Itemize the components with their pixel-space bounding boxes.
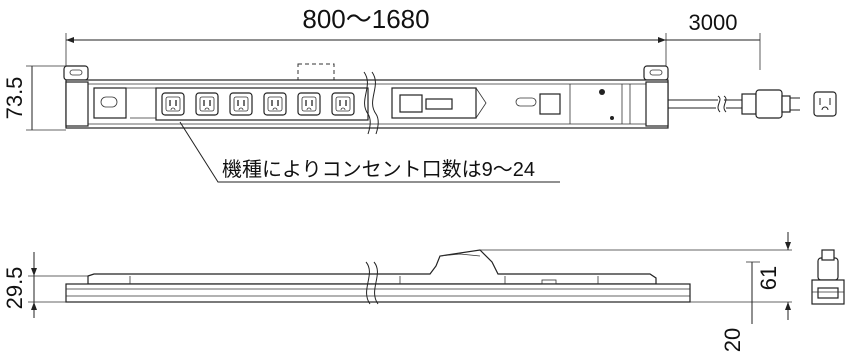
top-view: 800～1680 3000 73.5 xyxy=(2,4,837,183)
height-dimension-label: 73.5 xyxy=(2,77,27,120)
right-end-cap xyxy=(645,81,669,127)
bracket-height-label: 61 xyxy=(756,266,781,290)
break-line-1 xyxy=(363,71,371,135)
indicator-lamp xyxy=(599,89,605,95)
outlet-receptacle xyxy=(297,92,321,116)
reset-button xyxy=(539,93,561,115)
side-profile-base xyxy=(65,283,691,303)
left-end-cap xyxy=(65,81,89,127)
slot-mark xyxy=(515,97,537,107)
outlet-group xyxy=(155,87,369,121)
base-offset-label: 20 xyxy=(720,328,745,352)
annotation-leader xyxy=(179,121,560,183)
outlet-receptacle xyxy=(263,92,287,116)
plug-face xyxy=(813,91,837,117)
outlet-count-note: 機種によりコンセント口数は9～24 xyxy=(222,158,535,181)
cord-dimension-label: 3000 xyxy=(689,10,738,35)
side-view: 29.5 61 20 xyxy=(2,232,845,352)
switch-button xyxy=(399,94,423,113)
left-panel xyxy=(93,87,127,119)
outlet-receptacle xyxy=(229,92,253,116)
side-profile-top xyxy=(87,249,657,285)
side-height-label: 29.5 xyxy=(2,267,27,310)
right-mount-tab xyxy=(643,65,669,81)
end-view-bracket xyxy=(811,249,845,305)
power-plug xyxy=(741,89,800,119)
length-dimension-label: 800～1680 xyxy=(302,4,429,34)
outlet-receptacle xyxy=(195,92,219,116)
outlet-receptacle xyxy=(161,92,185,116)
left-mount-tab xyxy=(63,65,89,81)
outlet-receptacle xyxy=(331,92,355,116)
break-line-2 xyxy=(371,71,379,135)
center-bracket-outline xyxy=(297,63,335,83)
indicator-window xyxy=(425,98,453,110)
